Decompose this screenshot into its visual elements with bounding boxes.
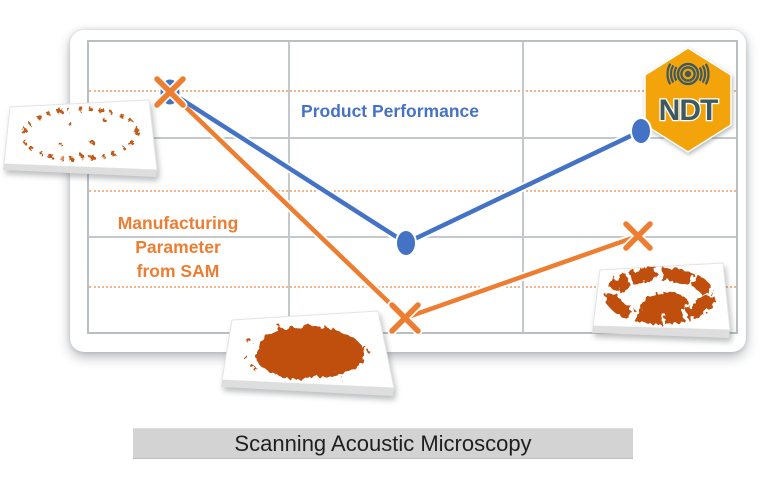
manufacturing-parameter-line xyxy=(167,89,641,321)
product-performance-label: Product Performance xyxy=(301,101,479,121)
manufacturing-parameter-label-line2: Parameter xyxy=(135,237,221,257)
caption-bar: Scanning Acoustic Microscopy xyxy=(133,428,633,459)
sam-scan-top-left xyxy=(3,99,158,177)
plate-edge xyxy=(3,164,157,177)
manufacturing-parameter-label-line1: Manufacturing xyxy=(117,213,239,233)
ndt-logo: NDT xyxy=(644,47,732,153)
gridline-vertical-1 xyxy=(288,42,290,332)
manufacturing-parameter-label: Manufacturing Parameter from SAM xyxy=(100,211,256,283)
scan-ring-pattern xyxy=(605,267,715,325)
plate-edge xyxy=(221,380,394,396)
gridline-dashed-row1 xyxy=(89,90,736,92)
manufacturing-parameter-label-line3: from SAM xyxy=(136,261,220,281)
sam-scan-bottom-center xyxy=(221,310,395,396)
acoustic-bullseye-with-sound-waves-icon xyxy=(666,52,710,96)
caption-text: Scanning Acoustic Microscopy xyxy=(234,431,532,456)
sam-scan-right xyxy=(592,262,731,338)
logo-text: NDT xyxy=(659,94,718,127)
orange-line-casing xyxy=(165,87,643,323)
gridline-dashed-row5 xyxy=(89,286,736,288)
gridline-dashed-row3 xyxy=(89,190,736,192)
scan-speckle-ring-pattern xyxy=(21,106,139,162)
plate-edge xyxy=(592,326,730,338)
scan-blob-pattern xyxy=(244,325,368,380)
x-markers xyxy=(154,76,653,334)
gridline-solid-row2 xyxy=(89,137,736,139)
